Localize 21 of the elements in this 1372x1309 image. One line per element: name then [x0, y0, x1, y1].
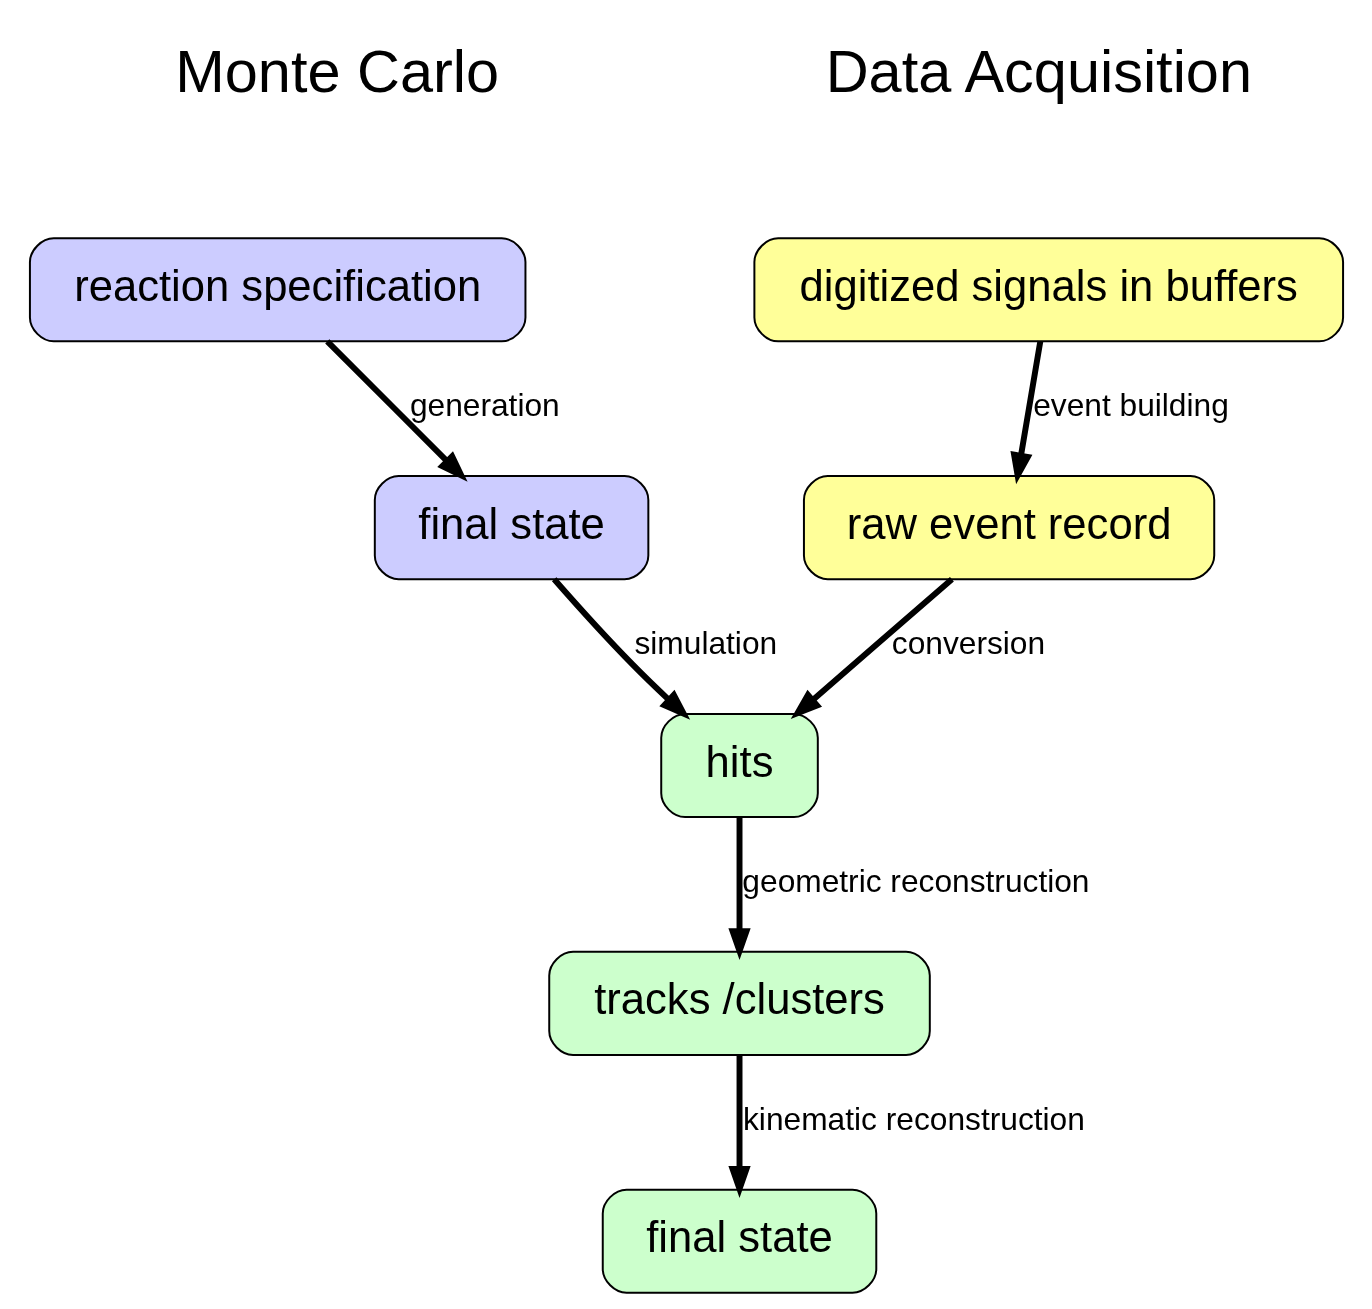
- node-box: tracks /clusters: [547, 950, 931, 1056]
- arrow: [790, 576, 954, 720]
- node-box: hits: [659, 712, 819, 818]
- edge-label: event building: [1032, 387, 1229, 424]
- label: Data Acquisition: [825, 37, 1252, 105]
- arrow: [1009, 340, 1043, 485]
- edge-label: simulation: [633, 625, 777, 662]
- edge-label: generation: [409, 387, 560, 424]
- node-box: final state: [373, 475, 649, 581]
- label: Monte Carlo: [174, 37, 499, 105]
- arrow: [324, 339, 468, 482]
- arrow: [727, 1054, 751, 1198]
- edge-label: kinematic reconstruction: [742, 1100, 1085, 1137]
- arrow: [551, 577, 690, 720]
- node-box: raw event record: [802, 475, 1215, 581]
- node-box: final state: [601, 1188, 877, 1294]
- node-box: digitized signals in buffers: [752, 237, 1344, 343]
- node-box: reaction specification: [28, 237, 526, 343]
- edge-label: conversion: [891, 625, 1045, 662]
- arrow: [727, 817, 751, 961]
- edge-label: geometric reconstruction: [741, 862, 1089, 899]
